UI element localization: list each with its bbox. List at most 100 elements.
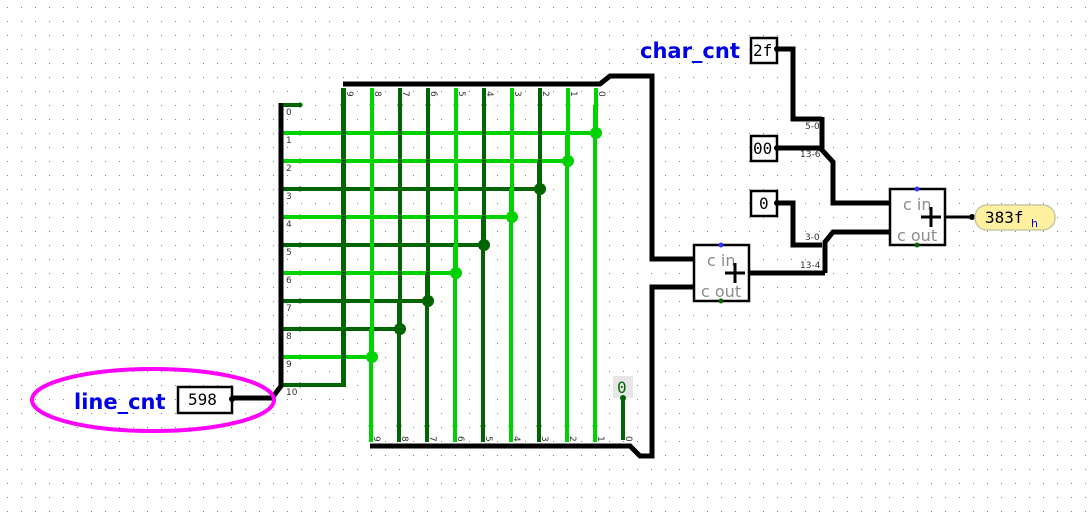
grid-dot	[665, 497, 666, 498]
grid-dot	[581, 77, 582, 78]
grid-dot	[959, 315, 960, 316]
grid-dot	[861, 175, 862, 176]
grid-dot	[49, 189, 50, 190]
grid-dot	[609, 119, 610, 120]
grid-dot	[959, 105, 960, 106]
grid-dot	[637, 329, 638, 330]
adder-2[interactable]: c in c out	[888, 186, 947, 248]
grid-dot	[861, 259, 862, 260]
grid-dot	[973, 35, 974, 36]
grid-dot	[959, 455, 960, 456]
grid-dot	[931, 357, 932, 358]
grid-dot	[945, 273, 946, 274]
grid-dot	[665, 455, 666, 456]
grid-dot	[119, 385, 120, 386]
grid-dot	[889, 329, 890, 330]
grid-dot	[749, 35, 750, 36]
grid-dot	[805, 343, 806, 344]
const-00[interactable]	[749, 134, 779, 163]
grid-dot	[721, 315, 722, 316]
grid-dot	[343, 483, 344, 484]
grid-dot	[21, 189, 22, 190]
grid-dot	[1001, 497, 1002, 498]
grid-dot	[679, 427, 680, 428]
grid-dot	[959, 133, 960, 134]
grid-dot	[119, 399, 120, 400]
grid-dot	[301, 203, 302, 204]
grid-dot	[77, 7, 78, 8]
grid-dot	[525, 469, 526, 470]
grid-dot	[399, 455, 400, 456]
grid-dot	[329, 175, 330, 176]
grid-dot	[735, 455, 736, 456]
grid-dot	[357, 7, 358, 8]
grid-dot	[175, 161, 176, 162]
grid-dot	[1043, 35, 1044, 36]
bottom-splitter-bit-port	[480, 423, 486, 429]
grid-dot	[959, 21, 960, 22]
adder-1[interactable]: c in c out	[692, 242, 751, 304]
grid-dot	[525, 301, 526, 302]
grid-dot	[287, 91, 288, 92]
grid-dot	[413, 385, 414, 386]
top-splitter-bit-port	[397, 102, 403, 108]
line-cnt-bit-port	[297, 186, 303, 192]
grid-dot	[805, 259, 806, 260]
grid-dot	[49, 413, 50, 414]
grid-dot	[847, 217, 848, 218]
grid-dot	[861, 441, 862, 442]
grid-dot	[301, 35, 302, 36]
grid-dot	[63, 49, 64, 50]
output-probe[interactable]	[974, 204, 1056, 231]
grid-dot	[693, 175, 694, 176]
grid-dot	[469, 357, 470, 358]
grid-dot	[973, 357, 974, 358]
grid-dot	[315, 147, 316, 148]
grid-dot	[119, 49, 120, 50]
grid-dot	[637, 35, 638, 36]
grid-dot	[343, 49, 344, 50]
grid-dot	[945, 329, 946, 330]
grid-dot	[833, 497, 834, 498]
grid-dot	[161, 259, 162, 260]
grid-dot	[105, 175, 106, 176]
grid-dot	[63, 343, 64, 344]
grid-dot	[525, 273, 526, 274]
grid-dot	[721, 357, 722, 358]
grid-dot	[1043, 329, 1044, 330]
grid-dot	[637, 189, 638, 190]
grid-dot	[147, 371, 148, 372]
grid-dot	[679, 399, 680, 400]
grid-dot	[917, 133, 918, 134]
grid-dot	[833, 259, 834, 260]
grid-dot	[231, 203, 232, 204]
grid-dot	[833, 301, 834, 302]
splitter-bit-wires	[340, 88, 599, 442]
grid-dot	[1043, 189, 1044, 190]
grid-dot	[721, 21, 722, 22]
grid-dot	[77, 511, 78, 512]
grid-dot	[21, 105, 22, 106]
grid-dot	[77, 441, 78, 442]
grid-dot	[595, 455, 596, 456]
grid-dot	[147, 63, 148, 64]
grid-dot	[245, 301, 246, 302]
grid-dot	[539, 511, 540, 512]
grid-dot	[623, 147, 624, 148]
grid-dot	[1043, 49, 1044, 50]
grid-dot	[987, 497, 988, 498]
zero-constant[interactable]: 0	[617, 378, 627, 397]
bottom-splitter-bit-port	[368, 423, 374, 429]
grid-dot	[581, 315, 582, 316]
grid-dot	[623, 343, 624, 344]
grid-dot	[441, 357, 442, 358]
grid-dot	[763, 385, 764, 386]
grid-dot	[1057, 497, 1058, 498]
grid-dot	[63, 497, 64, 498]
grid-dot	[819, 455, 820, 456]
grid-dot	[889, 469, 890, 470]
top-splitter-bit-label: 4	[484, 91, 494, 97]
grid-dot	[63, 371, 64, 372]
grid-dot	[735, 119, 736, 120]
